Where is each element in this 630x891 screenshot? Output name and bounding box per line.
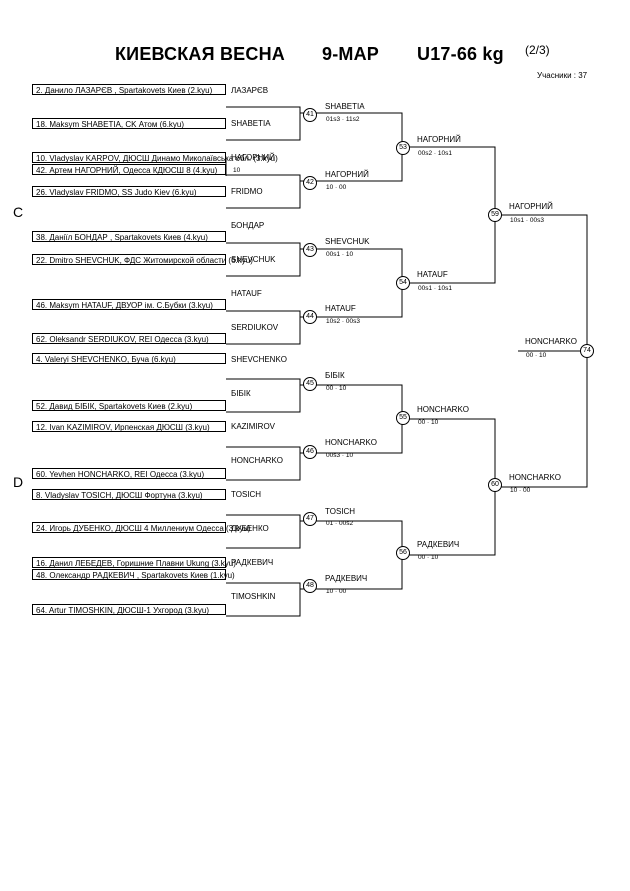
competitor-entry: 46. Maksym HATAUF, ДВУОР ім. С.Бубки (3.… [32,299,226,310]
match-number: 48 [303,579,317,593]
match-number: 45 [303,377,317,391]
match-number: 44 [303,310,317,324]
weight-category: U17-66 kg [417,44,504,64]
match-number: 60 [488,478,502,492]
match-winner: РАДКЕВИЧ [325,574,368,583]
match-number: 56 [396,546,410,560]
bracket-name: SHEVCHUK [231,255,276,264]
match-score: 10 · 00 [326,588,347,595]
competitor-entry: 52. Давид БІБІК, Spartakovets Киев (2.ky… [32,400,226,411]
bracket-name: БІБІК [231,389,251,398]
match-score: 00 · 10 [418,419,439,426]
competitor-entry: 16. Данил ЛЕБЕДЕВ, Горишние Плавни Ukung… [32,557,236,568]
match-winner: РАДКЕВИЧ [417,540,460,549]
competitor-entry: 22. Dmitro SHEVCHUK, ФДС Житомирской обл… [32,254,253,265]
competitor-entry: 4. Valeryi SHEVCHENKO, Буча (6.kyu) [32,353,226,364]
match-score: 00 · 10 [418,554,439,561]
match-number: 46 [303,445,317,459]
match-winner: НАГОРНИЙ [509,202,553,211]
match-score: 10 · 00 [510,487,531,494]
match-winner: SHABETIA [325,102,365,111]
match-score: 00 · 10 [326,385,347,392]
competitor-entry: 48. Олександр РАДКЕВИЧ , Spartakovets Ки… [32,569,235,580]
competitor-entry: 10. Vladyslav KARPOV, ДЮСШ Динамо Микола… [32,152,278,163]
match-winner: НАГОРНИЙ [325,170,369,179]
match-number: 47 [303,512,317,526]
competitor-entry: 62. Oleksandr SERDIUKOV, REI Одесса (3.k… [32,333,226,344]
competitor-entry: 12. Ivan KAZIMIROV, Ирпенская ДЮСШ (3.ky… [32,421,226,432]
match-score: 00s1 · 10 [326,251,354,258]
match-score: 01 · 00s2 [326,520,354,527]
match-number: 74 [580,344,594,358]
match-score: 01s3 · 11s2 [326,116,360,123]
match-score: 00 · 10 [526,352,547,359]
bracket-name: TOSICH [231,490,262,499]
bracket-name: FRIDMO [231,187,263,196]
bracket-name: HATAUF [231,289,262,298]
bracket-name: SERDIUKOV [231,323,279,332]
match-score: 10s2 · 00s3 [326,318,360,325]
match-number: 59 [488,208,502,222]
bracket-name: БОНДАР [231,221,265,230]
competitor-entry: 38. Даніїл БОНДАР , Spartakovets Киев (4… [32,231,226,242]
match-winner: HATAUF [417,270,448,279]
match-winner: HONCHARKO [325,438,378,447]
match-winner: HONCHARKO [509,473,562,482]
match-winner: НАГОРНИЙ [417,135,461,144]
match-winner: SHEVCHUK [325,237,370,246]
match-winner: TOSICH [325,507,356,516]
page-indicator: (2/3) [525,43,550,57]
bracket-line [402,418,496,556]
bracket-name: TIMOSHKIN [231,592,276,601]
match-winner: БІБІК [325,371,345,380]
bracket-name: HONCHARKO [231,456,284,465]
bracket-line [402,146,496,284]
competitor-entry: 24. Игорь ДУБЕНКО, ДЮСШ 4 Миллениум Одес… [32,522,250,533]
match-number: 55 [396,411,410,425]
tournament-name: КИЕВСКАЯ ВЕСНА [115,44,285,64]
bracket-name: SHEVCHENKO [231,355,288,364]
match-score: 10 · 00 [326,184,347,191]
match-number: 54 [396,276,410,290]
competitor-entry: 2. Данило ЛАЗАРЄВ , Spartakovets Киев (2… [32,84,226,95]
competitor-entry: 60. Yevhen HONCHARKO, REI Одесса (3.kyu) [32,468,226,479]
match-winner: HONCHARKO [417,405,470,414]
match-number: 42 [303,176,317,190]
bracket-name: KAZIMIROV [231,422,276,431]
match-number: 41 [303,108,317,122]
section-label: D [13,474,24,490]
match-winner: HATAUF [325,304,356,313]
match-number: 53 [396,141,410,155]
section-label: C [13,204,24,220]
competitor-entry: 42. Артем НАГОРНИЙ, Одесса КДЮСШ 8 (4.ky… [32,164,226,175]
competitor-entry: 26. Vladyslav FRIDMO, SS Judo Kiev (6.ky… [32,186,226,197]
match-score: 00s1 · 10s1 [418,285,452,292]
match-score: 10s1 · 00s3 [510,217,544,224]
match-score: 00s3 · 10 [326,452,354,459]
bracket-name: SHABETIA [231,119,271,128]
bracket-name: ЛАЗАРЄВ [231,86,269,95]
participants-count: Учасники : 37 [537,71,588,80]
bracket-name: НАГОРНИЙ [231,153,275,162]
competitor-entry: 64. Artur TIMOSHKIN, ДЮСШ-1 Ухгород (3.k… [32,604,226,615]
match-score: 00s2 · 10s1 [418,150,452,157]
final-winner: HONCHARKO [525,337,578,346]
bracket-name: ДУБЕНКО [231,524,269,533]
match-number: 43 [303,243,317,257]
competitor-entry: 8. Vladyslav TOSICH, ДЮСШ Фортуна (3.kyu… [32,489,226,500]
competitor-entry: 18. Maksym SHABETIA, CK Атом (6.kyu) [32,118,226,129]
tournament-date: 9-МАР [322,44,380,64]
match-score: 10 [233,167,241,174]
bracket-name: РАДКЕВИЧ [231,558,274,567]
